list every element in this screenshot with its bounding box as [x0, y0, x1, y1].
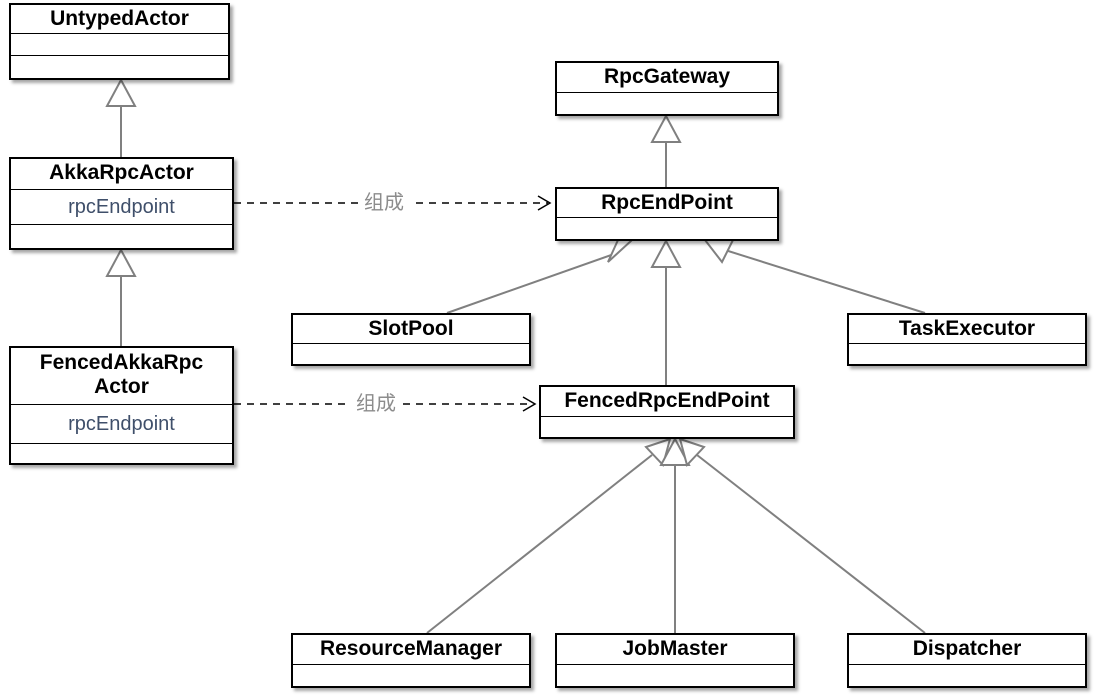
inherit-line-dispatcher: [696, 454, 926, 634]
methods-section: [293, 343, 529, 364]
inherit-arrow-jobmaster: [659, 436, 691, 466]
class-task-executor[interactable]: TaskExecutor: [847, 313, 1087, 366]
class-name: JobMaster: [622, 637, 728, 660]
attributes-section: [11, 33, 228, 55]
inherit-arrow-akka: [105, 247, 137, 277]
class-job-master[interactable]: JobMaster: [555, 633, 795, 688]
composition-arrow-1: [537, 195, 552, 211]
attributes-section: rpcEndpoint: [11, 404, 232, 443]
composition-arrow-2: [522, 396, 537, 412]
attribute-rpc-endpoint: rpcEndpoint: [68, 196, 175, 218]
class-name: RpcEndPoint: [601, 191, 733, 214]
class-rpc-endpoint[interactable]: RpcEndPoint: [555, 187, 779, 241]
methods-section: [849, 343, 1085, 364]
methods-section: [557, 664, 793, 686]
class-name: RpcGateway: [603, 65, 731, 88]
class-fenced-akka-rpc-actor[interactable]: FencedAkkaRpc Actor rpcEndpoint: [9, 346, 234, 465]
methods-section: [849, 664, 1085, 686]
inherit-line-slotpool: [446, 253, 615, 314]
inherit-arrow-slotpool: [607, 239, 635, 263]
methods-section: [11, 55, 228, 78]
class-slot-pool[interactable]: SlotPool: [291, 313, 531, 366]
class-name: ResourceManager: [319, 637, 503, 660]
inherit-line-taskexecutor: [724, 249, 926, 314]
class-name-line2: Actor: [94, 375, 149, 398]
methods-section: [293, 664, 529, 686]
class-name: FencedRpcEndPoint: [564, 389, 770, 412]
inherit-arrow-untyped: [105, 77, 137, 107]
methods-section: [11, 443, 232, 463]
class-fenced-rpc-endpoint[interactable]: FencedRpcEndPoint: [539, 385, 795, 439]
inherit-arrow-dispatcher: [678, 437, 706, 467]
composition-label-1: 组成: [358, 191, 410, 215]
class-name: Dispatcher: [912, 637, 1022, 660]
class-rpc-gateway[interactable]: RpcGateway: [555, 61, 779, 116]
inherit-arrow-fencedendpoint: [650, 238, 682, 268]
inherit-arrow-gateway: [650, 113, 682, 143]
class-akka-rpc-actor[interactable]: AkkaRpcActor rpcEndpoint: [9, 157, 234, 250]
methods-section: [557, 217, 777, 239]
attribute-rpc-endpoint: rpcEndpoint: [68, 413, 175, 435]
composition-label-2: 组成: [350, 392, 402, 416]
class-name: FencedAkkaRpc Actor: [11, 348, 232, 404]
attributes-section: rpcEndpoint: [11, 189, 232, 224]
class-dispatcher[interactable]: Dispatcher: [847, 633, 1087, 688]
methods-section: [541, 416, 793, 437]
class-name-line1: FencedAkkaRpc: [39, 351, 204, 374]
class-name: UntypedActor: [50, 7, 189, 30]
class-name: TaskExecutor: [898, 317, 1036, 340]
class-name: SlotPool: [368, 317, 454, 340]
class-untyped-actor[interactable]: UntypedActor: [9, 3, 230, 80]
inherit-line-resourcemanager: [426, 454, 653, 634]
class-resource-manager[interactable]: ResourceManager: [291, 633, 531, 688]
methods-section: [11, 224, 232, 246]
class-name: AkkaRpcActor: [49, 161, 194, 184]
methods-section: [557, 92, 777, 114]
